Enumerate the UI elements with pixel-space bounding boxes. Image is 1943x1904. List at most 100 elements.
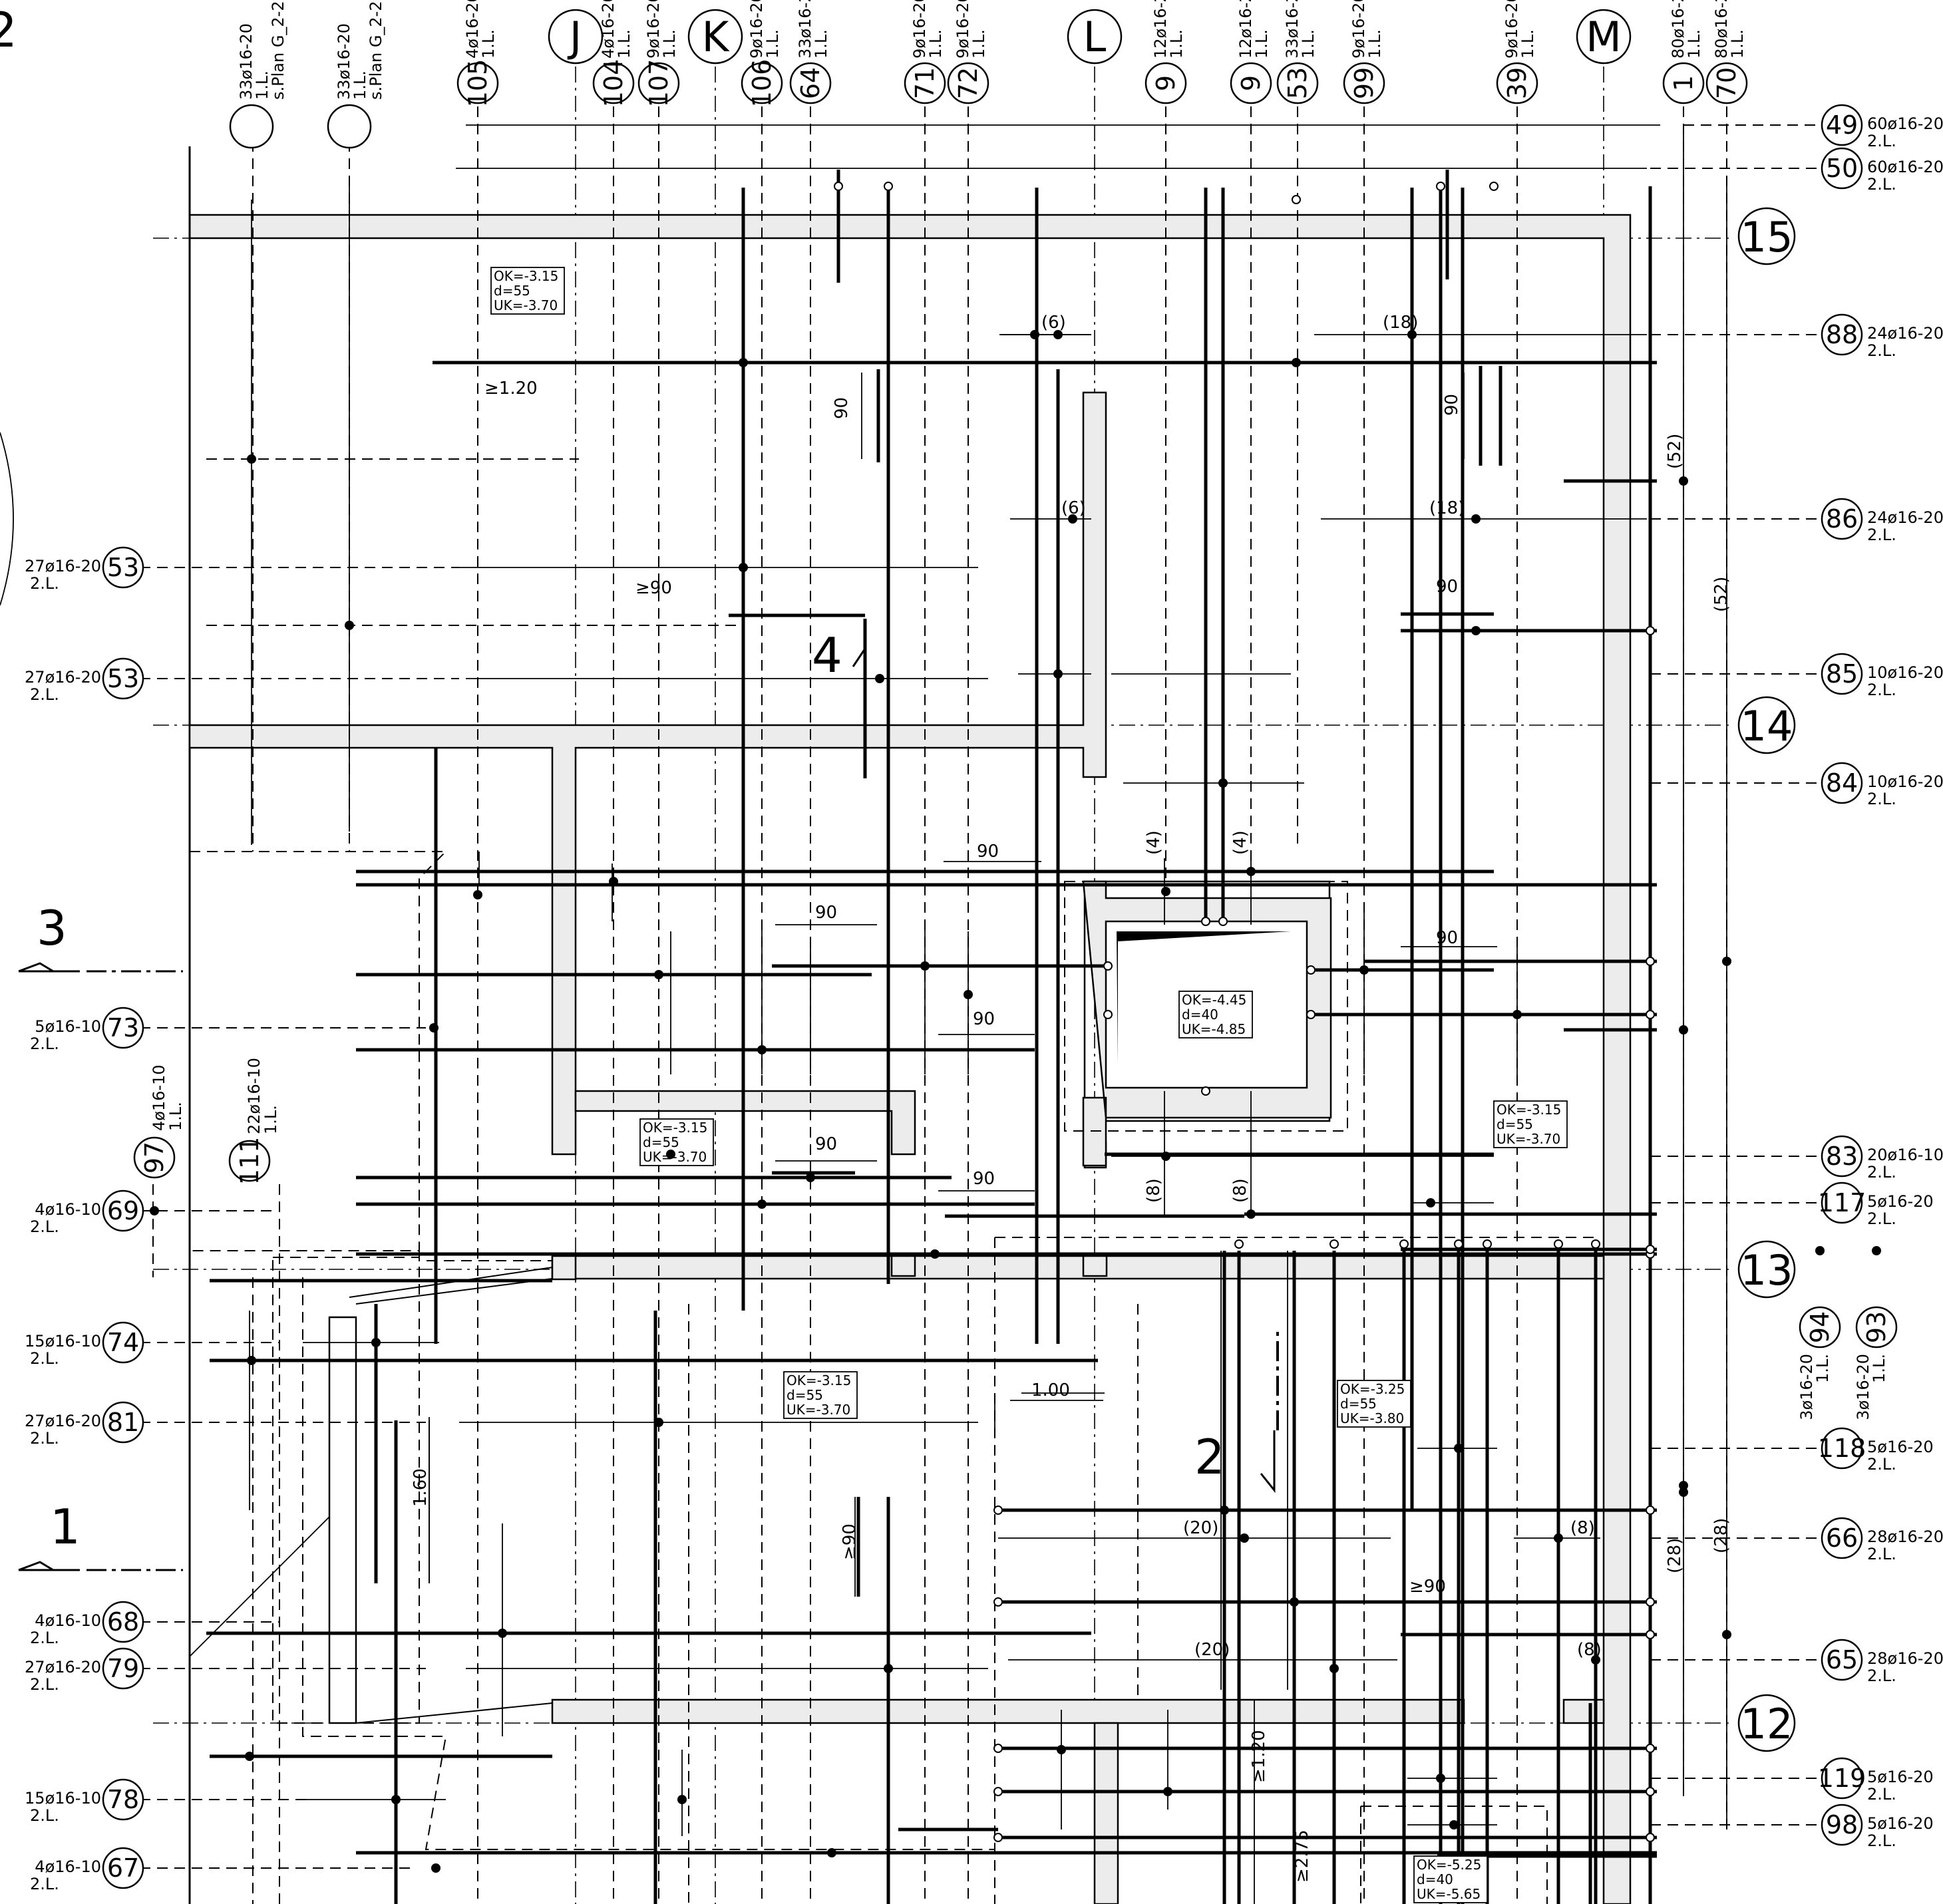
- rebar-node: [1512, 1010, 1522, 1019]
- dimension-label: 90: [973, 1169, 995, 1189]
- dimension-label: ≥90: [840, 1523, 860, 1560]
- dimension-label: 90: [815, 903, 837, 923]
- svg-text:2.L.: 2.L.: [30, 1629, 59, 1647]
- axis-bubble-L: L: [1067, 9, 1123, 65]
- svg-text:70: 70: [1712, 67, 1741, 99]
- svg-text:2.L.: 2.L.: [1867, 790, 1896, 808]
- rebar-node: [1471, 626, 1481, 635]
- svg-text:24ø16-20: 24ø16-20: [1867, 508, 1943, 527]
- axis-bubble-12: 12: [1737, 1694, 1796, 1752]
- svg-text:2.L.: 2.L.: [1867, 1831, 1896, 1850]
- rebar-node: [245, 1752, 254, 1761]
- rebar-end-node: [993, 1506, 1003, 1515]
- svg-text:4ø16-10: 4ø16-10: [35, 1857, 101, 1876]
- svg-text:1.L.: 1.L.: [970, 29, 988, 59]
- rebar-node: [739, 358, 748, 367]
- svg-text:4ø16-20: 4ø16-20: [463, 0, 482, 59]
- svg-text:2.L.: 2.L.: [30, 1429, 59, 1448]
- dimension-labels: ≥1.2090≥909090909090901.001.60≥90≥1.20≥2…: [411, 313, 1731, 1883]
- top-mark-plan-ref-1: 33ø16-201.L.s.Plan G_2-20: [327, 0, 385, 149]
- rebar-node: [1053, 669, 1063, 679]
- rebar-end-node: [1103, 961, 1113, 971]
- rebar-end-node: [1218, 917, 1228, 926]
- rebar-end-node: [1646, 957, 1655, 966]
- rebar-node: [1359, 965, 1369, 975]
- svg-text:1.L.: 1.L.: [763, 29, 782, 59]
- svg-text:9ø16-20: 9ø16-20: [747, 0, 766, 59]
- rebar-node: [654, 970, 663, 979]
- svg-text:9ø16-20: 9ø16-20: [1502, 0, 1521, 59]
- dimension-label: 90: [973, 1009, 995, 1029]
- rebar-node: [391, 1795, 401, 1804]
- rebar-end-node: [993, 1744, 1003, 1753]
- svg-text:s.Plan G_2-20: s.Plan G_2-20: [269, 0, 287, 100]
- svg-text:3ø16-20: 3ø16-20: [1854, 1354, 1872, 1420]
- svg-text:69: 69: [107, 1196, 139, 1225]
- rebar-node: [739, 563, 748, 572]
- svg-text:OK=-3.15: OK=-3.15: [1497, 1102, 1561, 1118]
- svg-text:2.L.: 2.L.: [30, 685, 59, 704]
- svg-text:78: 78: [107, 1785, 139, 1814]
- svg-text:106: 106: [747, 59, 777, 108]
- svg-text:65: 65: [1826, 1645, 1858, 1674]
- svg-text:86: 86: [1826, 504, 1858, 534]
- svg-text:1.L.: 1.L.: [479, 29, 498, 59]
- svg-text:53: 53: [1283, 67, 1312, 99]
- dimension-label: (20): [1183, 1518, 1218, 1538]
- svg-text:9: 9: [1151, 75, 1180, 91]
- left-marks: 5327ø16-202.L.5327ø16-202.L.735ø16-102.L…: [25, 546, 144, 1893]
- rebar-nodes: [150, 182, 1881, 1873]
- svg-text:117: 117: [1818, 1188, 1866, 1217]
- svg-text:4ø16-20: 4ø16-20: [599, 0, 618, 59]
- svg-text:74: 74: [107, 1328, 139, 1357]
- dimension-label: (52): [1711, 577, 1731, 612]
- svg-text:68: 68: [107, 1607, 139, 1637]
- svg-text:2.L.: 2.L.: [30, 1806, 59, 1825]
- svg-text:1.L.: 1.L.: [660, 29, 679, 59]
- svg-text:79: 79: [107, 1654, 139, 1683]
- rebar-node: [1426, 1198, 1435, 1207]
- rebar-end-node: [1646, 1630, 1655, 1639]
- svg-text:1.L.: 1.L.: [1518, 29, 1537, 59]
- rebar-end-node: [1454, 1239, 1463, 1249]
- svg-text:5ø16-20: 5ø16-20: [1867, 1814, 1934, 1833]
- svg-text:2.L.: 2.L.: [30, 1217, 59, 1236]
- svg-text:2.L.: 2.L.: [30, 1875, 59, 1893]
- svg-text:33ø16-2: 33ø16-2: [1283, 0, 1302, 59]
- svg-text:33ø16-20: 33ø16-20: [335, 23, 353, 100]
- rebar-node: [1554, 1533, 1563, 1543]
- svg-text:d=55: d=55: [494, 283, 530, 299]
- rebar-end-node: [1306, 1010, 1316, 1019]
- svg-text:60ø16-20: 60ø16-20: [1867, 114, 1943, 133]
- rebar-end-node: [834, 182, 843, 191]
- dimension-label: 90: [977, 842, 999, 862]
- svg-text:33ø16-20: 33ø16-20: [237, 23, 256, 100]
- rebar-node: [1218, 778, 1228, 788]
- walls: [0, 146, 1632, 1904]
- rebar-node: [1290, 1597, 1299, 1607]
- svg-text:118: 118: [1818, 1434, 1866, 1463]
- rebar-end-node: [1646, 1744, 1655, 1753]
- svg-text:1.L.: 1.L.: [262, 1105, 280, 1134]
- svg-text:98: 98: [1826, 1810, 1858, 1839]
- svg-text:J: J: [567, 13, 582, 61]
- rebar-node: [757, 1199, 767, 1209]
- svg-text:12ø16-2: 12ø16-2: [1236, 0, 1255, 59]
- svg-text:UK=-4.85: UK=-4.85: [1182, 1021, 1246, 1037]
